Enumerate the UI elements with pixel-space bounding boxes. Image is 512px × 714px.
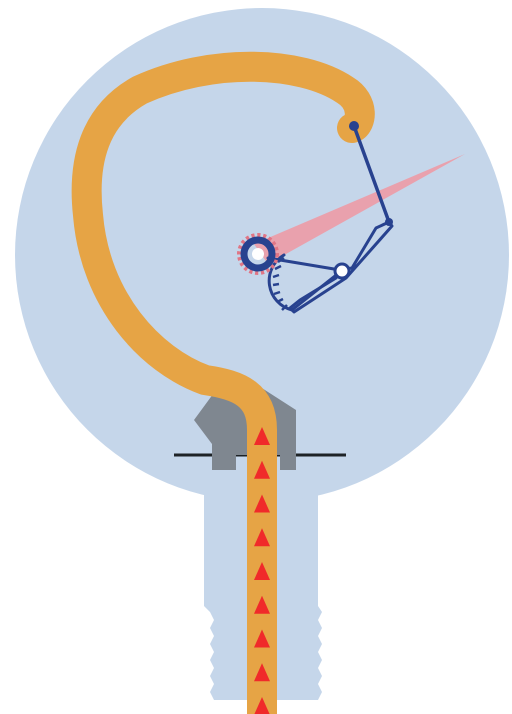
pinion-gear-hub xyxy=(252,248,264,260)
sector-pivot xyxy=(335,264,349,278)
linkage-joint xyxy=(385,218,393,226)
tube-end-joint xyxy=(349,121,359,131)
